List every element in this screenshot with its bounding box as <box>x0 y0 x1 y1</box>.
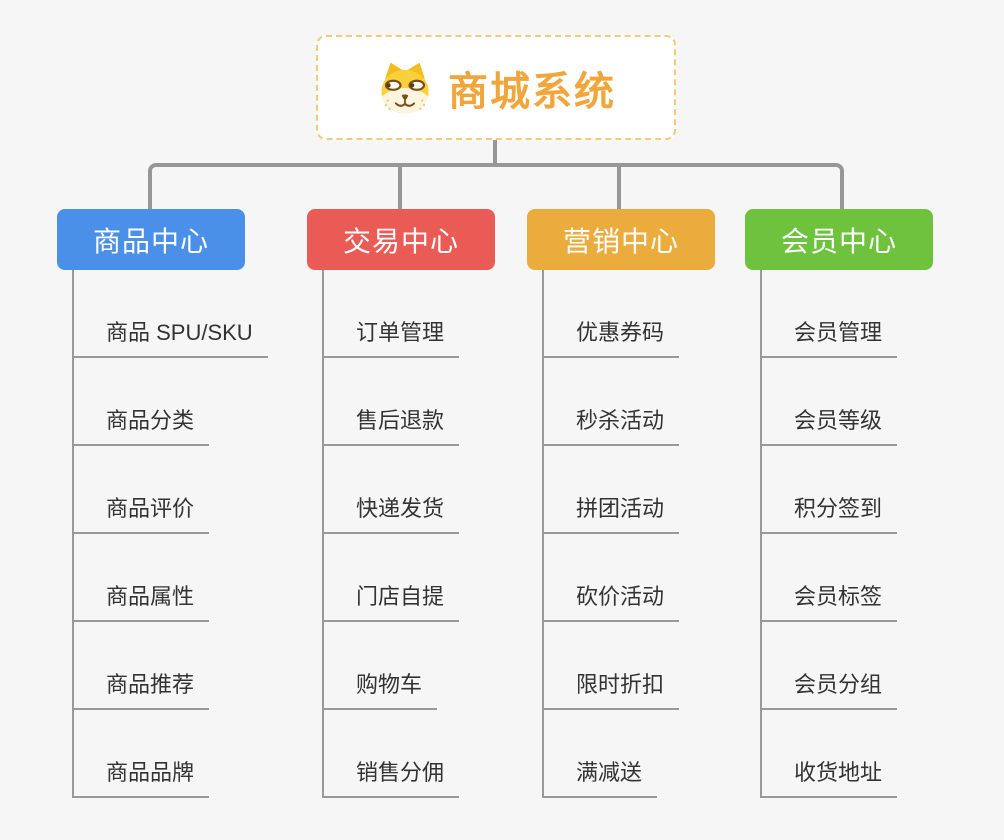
child-node[interactable]: 商品分类 <box>74 358 268 446</box>
branch-children: 商品 SPU/SKU 商品分类 商品评价 商品属性 商品推荐 商品品牌 <box>72 270 268 798</box>
branch-children: 订单管理 售后退款 快递发货 门店自提 购物车 销售分佣 <box>322 270 495 798</box>
child-label: 快递发货 <box>324 491 460 534</box>
child-label: 订单管理 <box>324 315 460 358</box>
child-label: 商品分类 <box>74 403 210 446</box>
child-node[interactable]: 销售分佣 <box>324 710 495 798</box>
branch-label: 交易中心 <box>342 225 459 257</box>
root-title: 商城系统 <box>448 69 616 114</box>
child-label: 会员分组 <box>762 667 898 710</box>
dog-face-icon <box>376 59 434 117</box>
child-label: 商品评价 <box>74 491 210 534</box>
child-label: 拼团活动 <box>544 491 680 534</box>
child-node[interactable]: 快递发货 <box>324 446 495 534</box>
child-label: 收货地址 <box>762 755 898 798</box>
child-label: 会员管理 <box>762 315 898 358</box>
child-label: 限时折扣 <box>544 667 680 710</box>
branch-bus-connector <box>148 163 844 214</box>
branch-children: 会员管理 会员等级 积分签到 会员标签 会员分组 收货地址 <box>760 270 933 798</box>
branch-children: 优惠券码 秒杀活动 拼团活动 砍价活动 限时折扣 满减送 <box>542 270 715 798</box>
child-node[interactable]: 拼团活动 <box>544 446 715 534</box>
child-node[interactable]: 会员等级 <box>762 358 933 446</box>
child-node[interactable]: 商品 SPU/SKU <box>74 270 268 358</box>
child-label: 会员等级 <box>762 403 898 446</box>
child-node[interactable]: 积分签到 <box>762 446 933 534</box>
child-label: 砍价活动 <box>544 579 680 622</box>
branch-column-3: 营销中心 优惠券码 秒杀活动 拼团活动 砍价活动 限时折扣 满减送 <box>527 209 715 798</box>
branch-drop-connector <box>617 166 621 210</box>
child-label: 满减送 <box>544 755 658 798</box>
child-node[interactable]: 秒杀活动 <box>544 358 715 446</box>
branch-node[interactable]: 商品中心 <box>57 209 245 270</box>
branch-node[interactable]: 交易中心 <box>307 209 495 270</box>
branch-column-1: 商品中心 商品 SPU/SKU 商品分类 商品评价 商品属性 商品推荐 商品品牌 <box>57 209 268 798</box>
branch-label: 营销中心 <box>562 225 679 257</box>
child-label: 商品品牌 <box>74 755 210 798</box>
child-label: 优惠券码 <box>544 315 680 358</box>
child-node[interactable]: 会员分组 <box>762 622 933 710</box>
child-node[interactable]: 商品属性 <box>74 534 268 622</box>
root-node[interactable]: 商城系统 <box>316 35 676 140</box>
branch-label: 会员中心 <box>780 225 897 257</box>
child-node[interactable]: 优惠券码 <box>544 270 715 358</box>
branch-column-2: 交易中心 订单管理 售后退款 快递发货 门店自提 购物车 销售分佣 <box>307 209 495 798</box>
child-node[interactable]: 砍价活动 <box>544 534 715 622</box>
child-node[interactable]: 会员标签 <box>762 534 933 622</box>
child-label: 商品属性 <box>74 579 210 622</box>
child-node[interactable]: 满减送 <box>544 710 715 798</box>
root-stem-connector <box>493 140 497 167</box>
child-node[interactable]: 订单管理 <box>324 270 495 358</box>
child-node[interactable]: 商品推荐 <box>74 622 268 710</box>
branch-column-4: 会员中心 会员管理 会员等级 积分签到 会员标签 会员分组 收货地址 <box>745 209 933 798</box>
child-label: 销售分佣 <box>324 755 460 798</box>
child-label: 购物车 <box>324 667 438 710</box>
child-node[interactable]: 会员管理 <box>762 270 933 358</box>
child-node[interactable]: 限时折扣 <box>544 622 715 710</box>
child-node[interactable]: 收货地址 <box>762 710 933 798</box>
child-label: 门店自提 <box>324 579 460 622</box>
child-label: 会员标签 <box>762 579 898 622</box>
branch-drop-connector <box>398 166 402 210</box>
child-label: 积分签到 <box>762 491 898 534</box>
branch-label: 商品中心 <box>92 225 209 257</box>
child-node[interactable]: 商品品牌 <box>74 710 268 798</box>
branch-node[interactable]: 会员中心 <box>745 209 933 270</box>
child-label: 商品 SPU/SKU <box>74 315 268 358</box>
child-node[interactable]: 售后退款 <box>324 358 495 446</box>
child-node[interactable]: 门店自提 <box>324 534 495 622</box>
child-node[interactable]: 商品评价 <box>74 446 268 534</box>
child-label: 秒杀活动 <box>544 403 680 446</box>
child-node[interactable]: 购物车 <box>324 622 495 710</box>
child-label: 售后退款 <box>324 403 460 446</box>
branch-node[interactable]: 营销中心 <box>527 209 715 270</box>
child-label: 商品推荐 <box>74 667 210 710</box>
